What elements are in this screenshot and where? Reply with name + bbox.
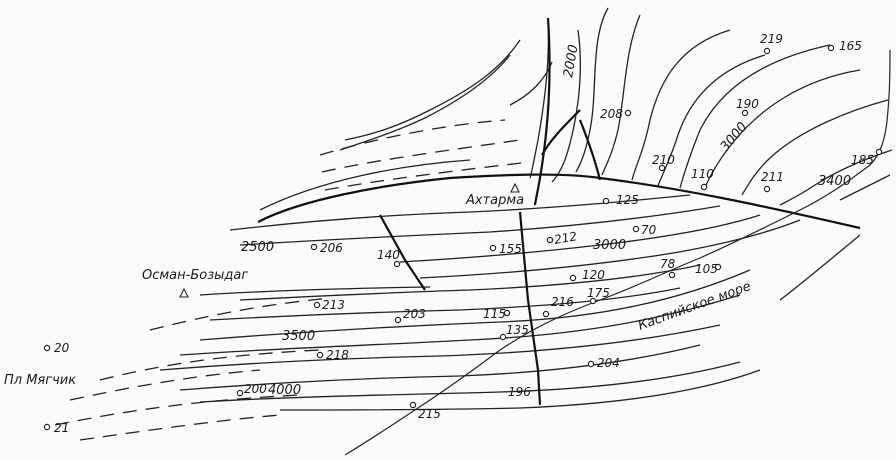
well-212-marker bbox=[546, 236, 554, 244]
well-219-label: 219 bbox=[760, 32, 783, 46]
well-211-marker bbox=[763, 185, 771, 193]
well-185-label: 185 bbox=[851, 153, 874, 167]
well-218-marker bbox=[316, 351, 324, 359]
well-20-label: 20 bbox=[54, 341, 70, 355]
well-135-label: 135 bbox=[506, 323, 529, 337]
well-21-label: 21 bbox=[54, 421, 69, 435]
well-70-marker bbox=[632, 225, 640, 233]
contour-2000-label: 2000 bbox=[561, 43, 582, 78]
well-110-label: 110 bbox=[691, 167, 714, 181]
well-165-marker bbox=[827, 44, 835, 52]
well-212-label: 212 bbox=[553, 229, 578, 247]
well-190-marker bbox=[741, 109, 749, 117]
well-125-marker bbox=[602, 197, 610, 205]
well-213-label: 213 bbox=[322, 298, 345, 312]
faults bbox=[257, 17, 861, 406]
caspian-sea-label: Каспийское море bbox=[636, 279, 753, 334]
well-78-label: 78 bbox=[660, 257, 676, 271]
contour-3400-label: 3400 bbox=[818, 174, 851, 189]
well-115-label: 115 bbox=[483, 307, 506, 321]
well-216-marker bbox=[542, 310, 550, 318]
well-21-marker bbox=[43, 423, 51, 431]
well-185-marker bbox=[875, 148, 883, 156]
well-78-marker bbox=[668, 271, 676, 279]
akhtarma-label: Ахтарма bbox=[465, 193, 524, 208]
osman-triangle bbox=[179, 287, 189, 298]
well-20-marker bbox=[43, 344, 51, 352]
wells bbox=[43, 44, 883, 431]
well-204-marker bbox=[587, 360, 595, 368]
contour-2500-label: 2500 bbox=[241, 240, 274, 255]
contour-3000-north-label: 3000 bbox=[718, 120, 751, 155]
well-210-marker bbox=[658, 164, 666, 172]
well-70-label: 70 bbox=[641, 223, 657, 237]
well-215-marker bbox=[409, 401, 417, 409]
myagchik-label: Пл Мягчик bbox=[4, 373, 76, 388]
well-208-marker bbox=[624, 109, 632, 117]
well-155-marker bbox=[489, 244, 497, 252]
well-105-marker bbox=[714, 263, 722, 271]
well-218-label: 218 bbox=[326, 348, 349, 362]
isolines-north bbox=[259, 7, 893, 211]
well-120-label: 120 bbox=[582, 268, 605, 282]
well-200-marker bbox=[236, 389, 244, 397]
well-115-marker bbox=[503, 309, 511, 317]
well-165-label: 165 bbox=[839, 39, 862, 53]
well-219-marker bbox=[763, 47, 771, 55]
well-213-marker bbox=[313, 301, 321, 309]
well-196-label: 196 bbox=[508, 385, 531, 399]
well-110-marker bbox=[700, 183, 708, 191]
akhtarma-triangle bbox=[510, 182, 520, 193]
well-200-label: 200 bbox=[244, 382, 267, 396]
well-120-marker bbox=[569, 274, 577, 282]
well-155-label: 155 bbox=[499, 242, 522, 256]
well-175-marker bbox=[589, 297, 597, 305]
well-208-label: 208 bbox=[600, 107, 623, 121]
well-206-marker bbox=[310, 243, 318, 251]
well-125-label: 125 bbox=[616, 193, 639, 207]
well-175-label: 175 bbox=[587, 286, 610, 300]
well-140-marker bbox=[393, 260, 401, 268]
well-215-label: 215 bbox=[418, 407, 441, 421]
well-190-label: 190 bbox=[736, 97, 759, 111]
well-105-label: 105 bbox=[695, 262, 718, 276]
well-140-label: 140 bbox=[377, 248, 400, 262]
osman-bozydag-label: Осман-Бозыдаг bbox=[142, 268, 248, 283]
isolines-dashed bbox=[54, 119, 531, 441]
well-211-label: 211 bbox=[761, 170, 784, 184]
well-203-marker bbox=[394, 316, 402, 324]
contour-3500-label: 3500 bbox=[282, 329, 315, 344]
contour-4000-label: 4000 bbox=[268, 383, 301, 398]
isolines-south bbox=[159, 174, 891, 411]
well-203-label: 203 bbox=[403, 307, 426, 321]
contour-3000-south-label: 3000 bbox=[593, 238, 626, 253]
well-216-label: 216 bbox=[551, 295, 574, 309]
well-135-marker bbox=[499, 333, 507, 341]
well-210-label: 210 bbox=[652, 153, 675, 167]
well-206-label: 206 bbox=[320, 241, 343, 255]
well-204-label: 204 bbox=[597, 356, 620, 370]
